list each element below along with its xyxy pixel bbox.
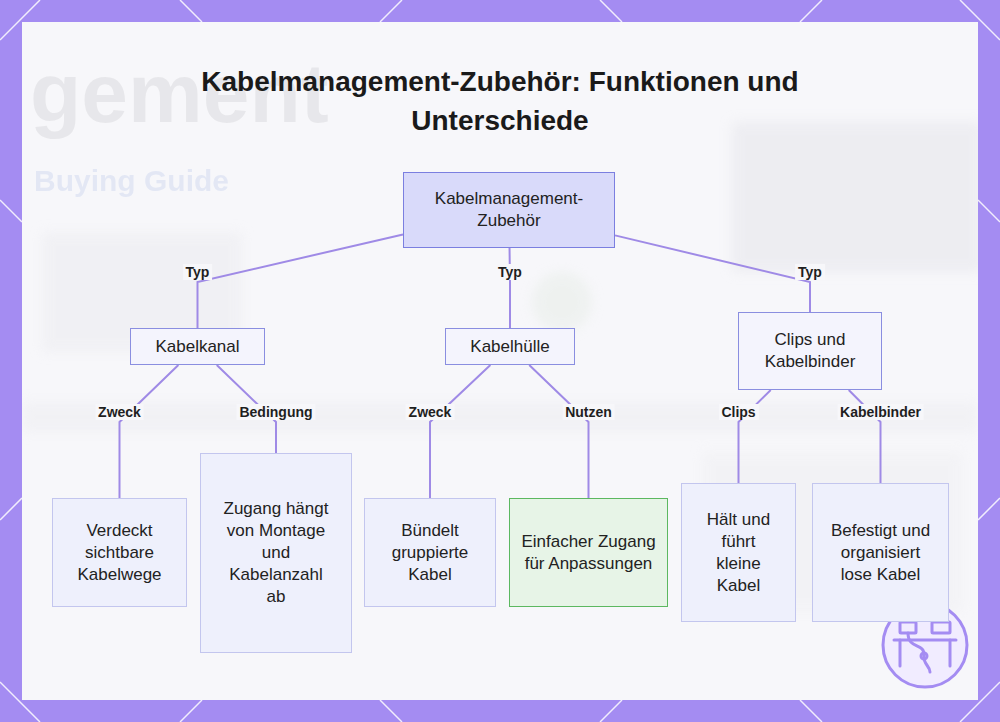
connector-line [615,235,810,312]
edge-label: Kabelbinder [837,404,924,420]
connector-line [529,365,588,498]
edge-label: Zweck [406,404,455,420]
diagram-title: Kabelmanagement-Zubehör: Funktionen und … [185,62,815,140]
node-text: Einfacher Zugang für Anpassungen [520,531,657,575]
node-text: Kabelmanagement-Zubehör [422,188,596,232]
connector-line [430,365,490,498]
connector-line [198,235,404,328]
node-text: Verdeckt sichtbare Kabelwege [63,520,176,586]
detail-box: Befestigt und organisiert lose Kabel [812,483,949,622]
edge-label: Clips [718,404,758,420]
detail-box: Einfacher Zugang für Anpassungen [509,498,668,607]
node-text: Clips und Kabelbinder [749,329,871,373]
background-label: Buying Guide [34,164,229,198]
category-box: Clips und Kabelbinder [738,312,882,390]
connector-line [120,365,179,498]
edge-label: Zweck [95,404,144,420]
node-text: Kabelhülle [470,336,549,358]
detail-box: Zugang hängt von Montage und Kabelanzahl… [200,453,352,653]
edge-label: Bedingung [236,404,315,420]
category-box: Kabelkanal [130,328,265,365]
node-text: Bündelt gruppierte Kabel [375,520,485,586]
connector-line [509,248,511,328]
detail-box: Bündelt gruppierte Kabel [364,498,496,607]
node-text: Zugang hängt von Montage und Kabelanzahl… [219,498,333,608]
detail-box: Verdeckt sichtbare Kabelwege [52,498,187,607]
node-text: Hält und führt kleine Kabel [698,509,779,597]
edge-label: Typ [795,264,825,280]
edge-label: Typ [495,264,525,280]
category-box: Kabelhülle [445,328,575,365]
node-text: Befestigt und organisiert lose Kabel [827,520,934,586]
detail-box: Hält und führt kleine Kabel [681,483,796,622]
edge-label: Typ [183,264,213,280]
edge-label: Nutzen [562,404,615,420]
node-text: Kabelkanal [155,336,239,358]
root-box: Kabelmanagement-Zubehör [403,172,615,248]
